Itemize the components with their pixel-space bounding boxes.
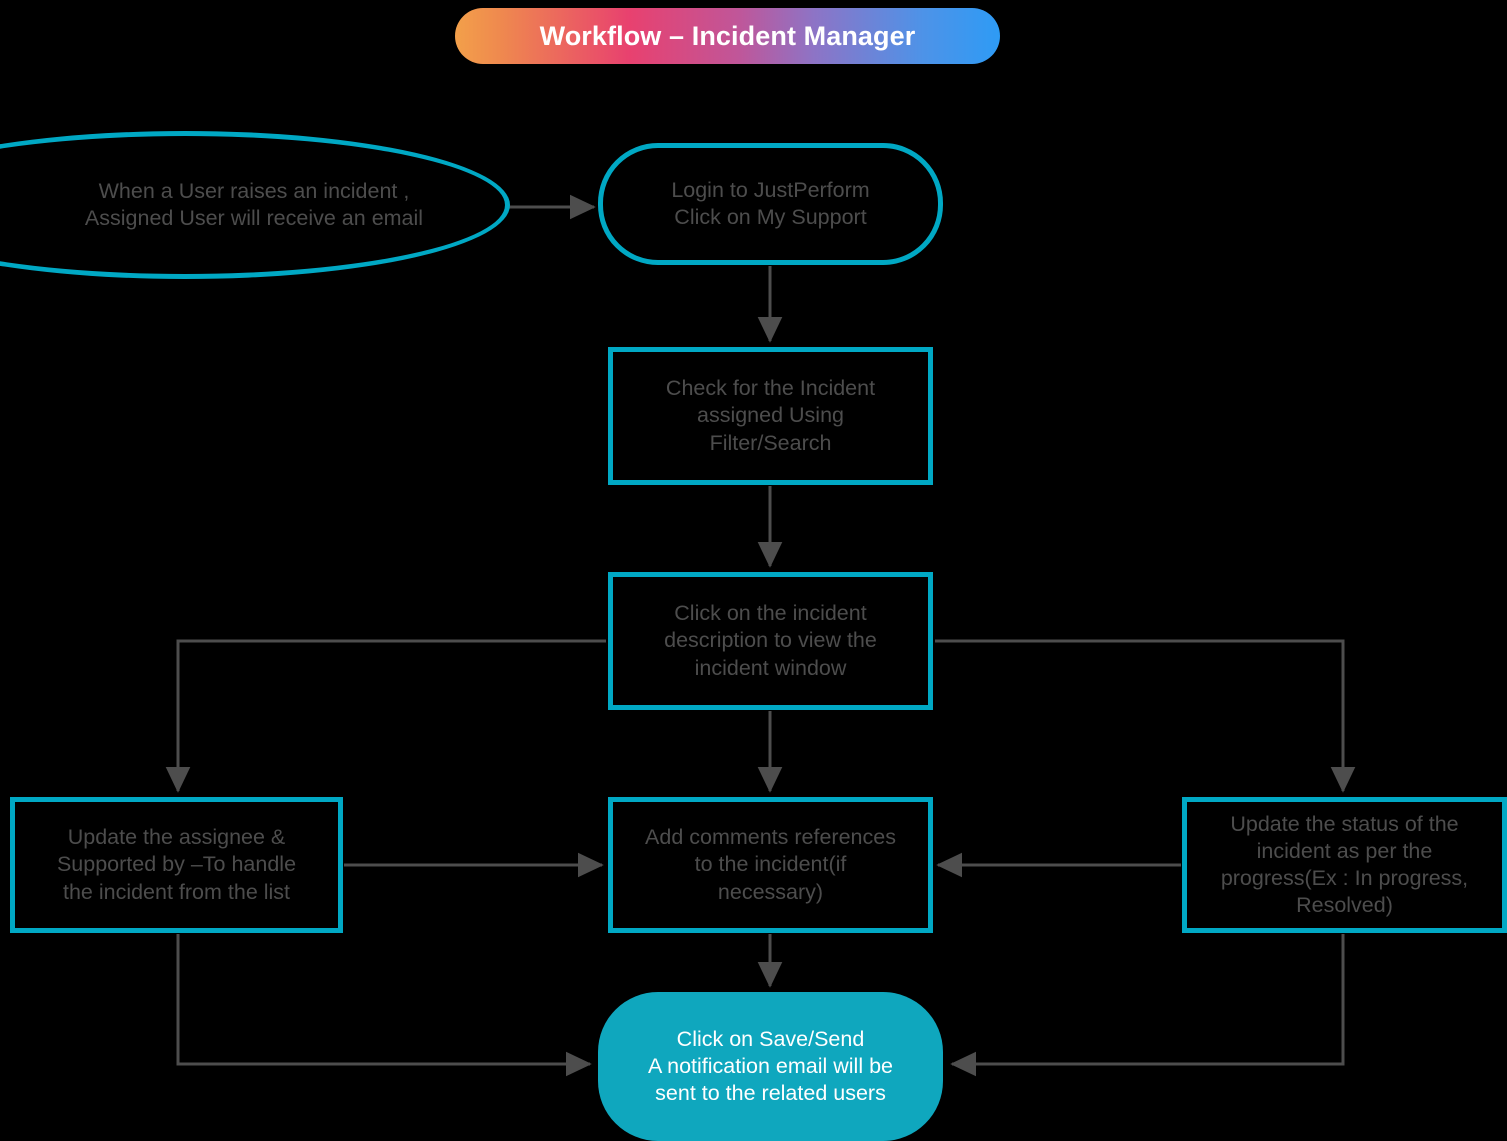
- node-status-line-2: incident as per the: [1256, 838, 1433, 863]
- node-start-incident-raised[interactable]: When a User raises an incident , Assigne…: [0, 131, 510, 279]
- node-start-line-2: Assigned User will receive an email: [84, 206, 424, 230]
- node-add-comments[interactable]: Add comments references to the incident(…: [608, 797, 933, 933]
- node-status-line-3: progress(Ex : In progress,: [1220, 866, 1469, 890]
- edge-click-to-assignee: [165, 639, 606, 793]
- node-save-line-2: A notification email will be: [648, 1053, 893, 1078]
- node-assignee-line-3: the incident from the list: [62, 879, 291, 904]
- node-login-label: Login to JustPerform Click on My Support: [603, 177, 938, 231]
- page-title: Workflow – Incident Manager: [455, 8, 1000, 64]
- node-click-line-2: description to view the: [664, 628, 877, 653]
- edge-status-to-save: [950, 934, 1345, 1077]
- node-login-line-2: Click on My Support: [674, 205, 867, 229]
- node-assignee-label: Update the assignee & Supported by –To h…: [15, 824, 338, 905]
- node-save-send[interactable]: Click on Save/Send A notification email …: [598, 992, 943, 1141]
- node-login-justperform[interactable]: Login to JustPerform Click on My Support: [598, 143, 943, 265]
- node-comments-line-1: Add comments references: [645, 825, 896, 850]
- node-click-line-1: Click on the incident: [674, 601, 867, 626]
- node-comments-line-2: to the incident(if: [694, 852, 847, 877]
- node-click-incident-description[interactable]: Click on the incident description to vie…: [608, 572, 933, 710]
- node-status-line-1: Update the status of the: [1230, 811, 1459, 836]
- node-update-status[interactable]: Update the status of the incident as per…: [1182, 797, 1507, 933]
- node-save-line-3: sent to the related users: [655, 1081, 886, 1106]
- node-assignee-line-2: Supported by –To handle: [56, 852, 297, 877]
- node-check-label: Check for the Incident assigned Using Fi…: [613, 375, 928, 456]
- node-status-label: Update the status of the incident as per…: [1187, 811, 1502, 919]
- node-check-line-2: assigned Using: [696, 403, 844, 428]
- node-click-label: Click on the incident description to vie…: [613, 600, 928, 681]
- node-comments-label: Add comments references to the incident(…: [613, 824, 928, 905]
- node-save-line-1: Click on Save/Send: [676, 1026, 865, 1051]
- node-update-assignee[interactable]: Update the assignee & Supported by –To h…: [10, 797, 343, 933]
- node-status-line-4: Resolved): [1296, 893, 1393, 918]
- node-check-line-1: Check for the Incident: [665, 376, 876, 401]
- node-start-line-1: When a User raises an incident ,: [98, 178, 410, 203]
- node-save-label: Click on Save/Send A notification email …: [598, 1026, 943, 1107]
- node-assignee-line-1: Update the assignee &: [67, 825, 286, 850]
- edge-click-to-status: [935, 639, 1356, 793]
- edge-assignee-to-save: [176, 934, 592, 1077]
- node-check-incident-assigned[interactable]: Check for the Incident assigned Using Fi…: [608, 347, 933, 485]
- node-start-label: When a User raises an incident , Assigne…: [0, 178, 505, 232]
- page-title-text: Workflow – Incident Manager: [539, 20, 916, 51]
- node-comments-line-3: necessary): [717, 879, 824, 904]
- node-check-line-3: Filter/Search: [709, 430, 832, 455]
- node-click-line-3: incident window: [694, 655, 847, 680]
- node-login-line-1: Login to JustPerform: [671, 177, 870, 202]
